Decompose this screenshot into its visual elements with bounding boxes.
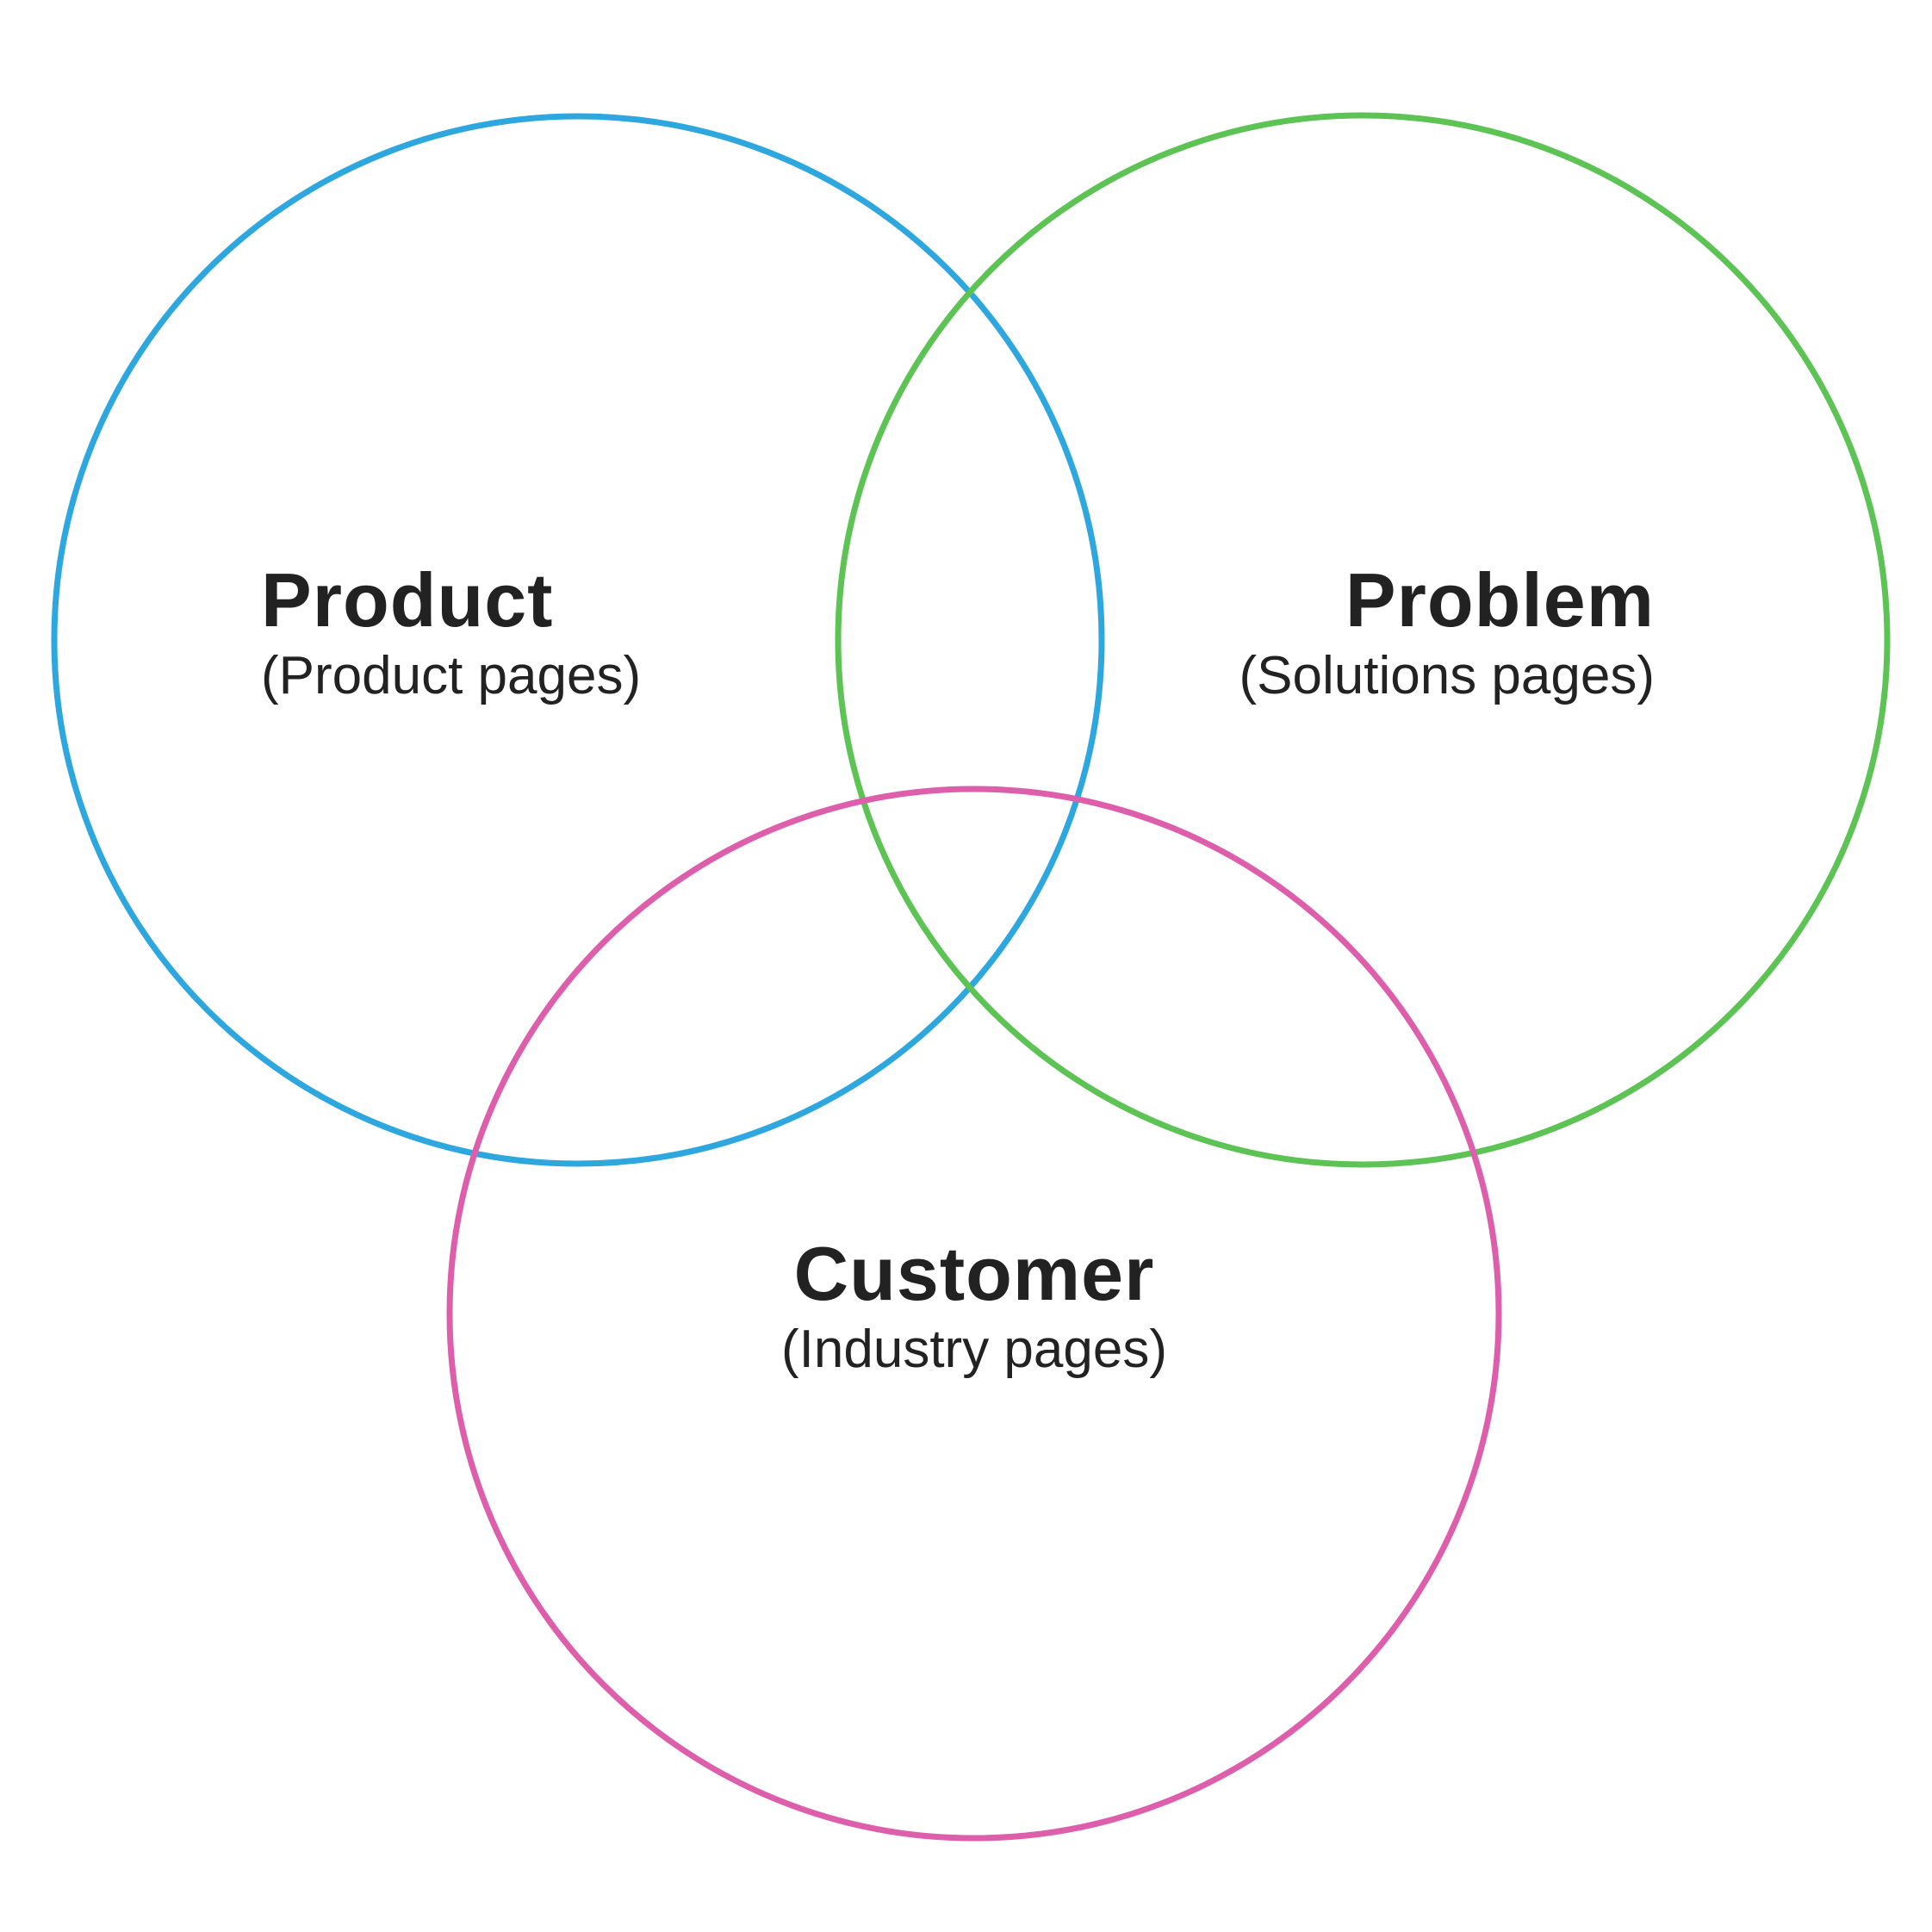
customer-circle: [446, 786, 1502, 1842]
customer-title: Customer: [793, 1231, 1155, 1316]
problem-label-group: Problem (Solutions pages): [1239, 561, 1656, 711]
product-label-group: Product (Product pages): [261, 561, 641, 711]
product-title: Product: [261, 557, 554, 643]
customer-subtitle: (Industry pages): [781, 1320, 1167, 1379]
problem-circle: [835, 112, 1891, 1168]
customer-label-group: Customer (Industry pages): [0, 1234, 1932, 1384]
product-subtitle: (Product pages): [261, 646, 642, 705]
product-circle: [51, 113, 1105, 1167]
problem-title: Problem: [1345, 557, 1655, 643]
problem-subtitle: (Solutions pages): [1239, 646, 1656, 705]
